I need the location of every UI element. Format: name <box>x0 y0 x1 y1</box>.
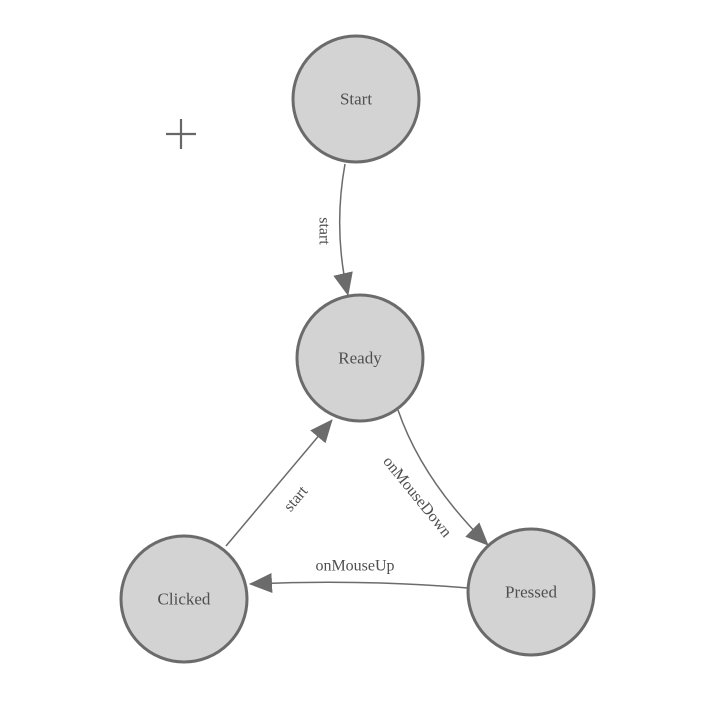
state-node-ready[interactable]: Ready <box>295 293 425 423</box>
state-circle-start[interactable] <box>291 34 421 164</box>
edge-label-start-to-ready: start <box>316 217 333 245</box>
edge-clicked-to-ready[interactable] <box>225 419 333 547</box>
edge-start-to-ready[interactable] <box>333 163 353 296</box>
edge-ready-to-pressed[interactable] <box>397 409 489 546</box>
state-circle-clicked[interactable] <box>119 534 249 664</box>
edge-label-clicked-to-ready: start <box>281 483 312 515</box>
state-node-start[interactable]: Start <box>291 34 421 164</box>
state-circle-ready[interactable] <box>295 293 425 423</box>
state-node-clicked[interactable]: Clicked <box>119 534 249 664</box>
overlay-layer <box>166 119 196 149</box>
add-state-cursor-icon[interactable] <box>166 119 196 149</box>
edge-label-pressed-to-clicked: onMouseUp <box>315 558 394 575</box>
state-node-pressed[interactable]: Pressed <box>466 527 596 657</box>
edge-pressed-to-clicked[interactable] <box>249 573 469 594</box>
state-circle-pressed[interactable] <box>466 527 596 657</box>
edge-label-ready-to-pressed: onMouseDown <box>379 453 454 540</box>
